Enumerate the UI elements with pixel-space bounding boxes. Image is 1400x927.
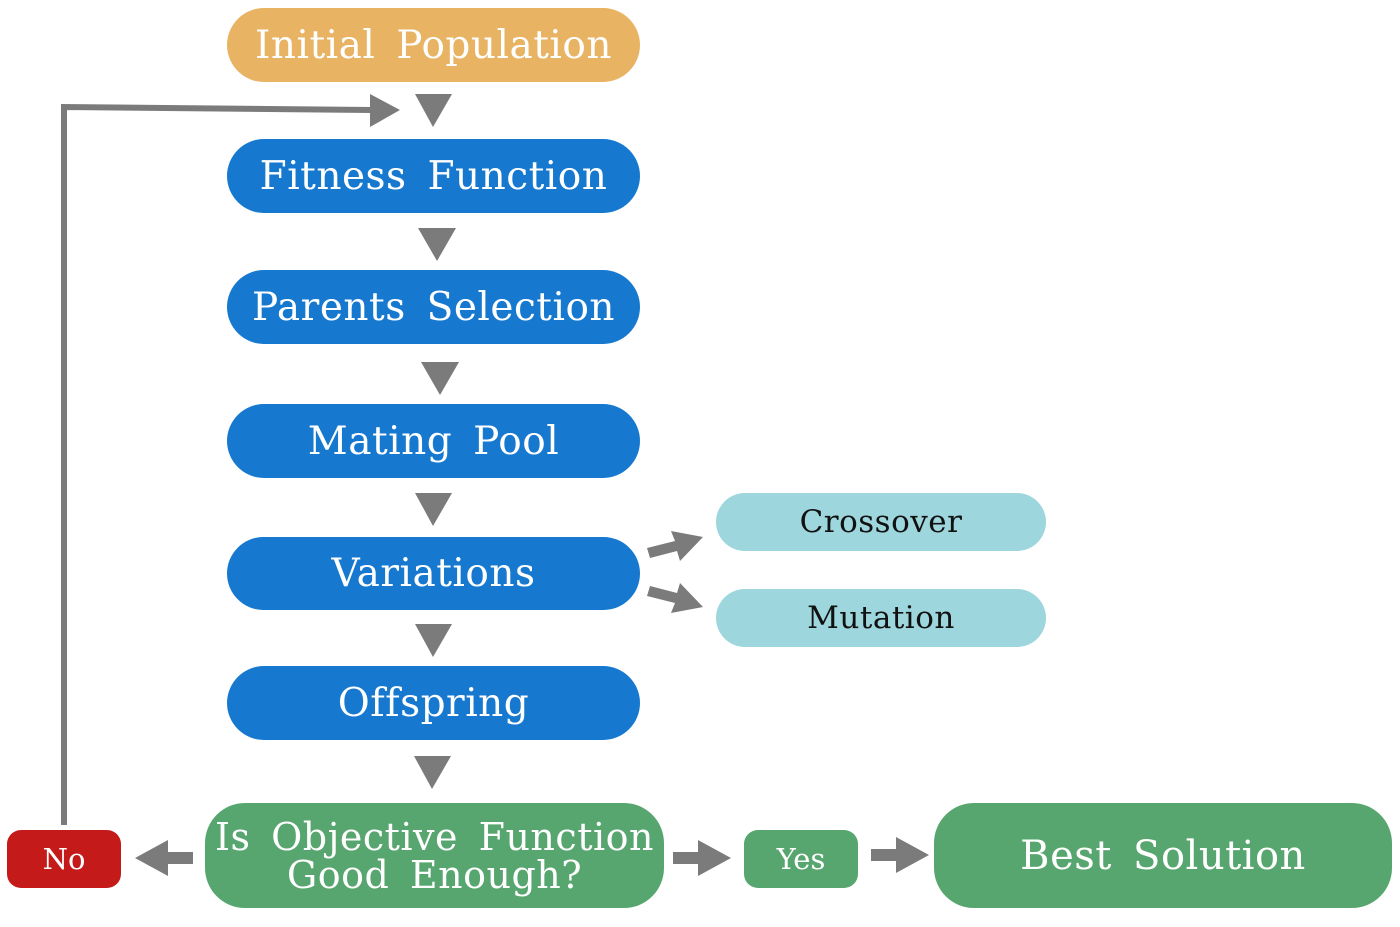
arrow-to-best-solution [871, 837, 929, 873]
best-solution-label: Best Solution [1020, 832, 1306, 879]
fitness-function-label: Fitness Function [259, 153, 608, 199]
initial-population-node: Initial Population [227, 8, 640, 82]
mutation-label: Mutation [807, 600, 955, 636]
variations-node: Variations [227, 537, 640, 610]
offspring-label: Offspring [337, 680, 530, 726]
fitness-function-node: Fitness Function [227, 139, 640, 213]
mutation-node: Mutation [716, 589, 1046, 647]
mating-pool-label: Mating Pool [307, 418, 560, 464]
no-node: No [7, 830, 121, 888]
arrow-down-4 [415, 493, 452, 526]
arrow-to-no [135, 840, 193, 876]
arrow-to-yes [673, 840, 731, 876]
parents-selection-node: Parents Selection [227, 270, 640, 344]
arrow-down-3 [421, 362, 459, 395]
no-label: No [42, 842, 86, 876]
crossover-label: Crossover [799, 504, 963, 540]
arrow-loop-head [370, 94, 400, 127]
offspring-node: Offspring [227, 666, 640, 740]
yes-node: Yes [744, 830, 858, 888]
arrow-down-2 [418, 228, 456, 261]
objective-label-line2: Good Enough? [286, 852, 583, 897]
initial-population-label: Initial Population [255, 22, 612, 68]
arrow-to-crossover [647, 531, 703, 561]
parents-selection-label: Parents Selection [251, 284, 616, 330]
mating-pool-node: Mating Pool [227, 404, 640, 478]
objective-label-line1: Is Objective Function [215, 814, 654, 859]
yes-label: Yes [776, 842, 826, 876]
objective-decision-node: Is Objective Function Good Enough? [205, 803, 664, 908]
arrow-down-6 [414, 756, 451, 789]
arrow-to-mutation [647, 583, 703, 613]
crossover-node: Crossover [716, 493, 1046, 551]
arrow-down-5 [415, 624, 452, 657]
arrow-down-1 [415, 94, 452, 127]
best-solution-node: Best Solution [934, 803, 1392, 908]
variations-label: Variations [331, 551, 536, 596]
